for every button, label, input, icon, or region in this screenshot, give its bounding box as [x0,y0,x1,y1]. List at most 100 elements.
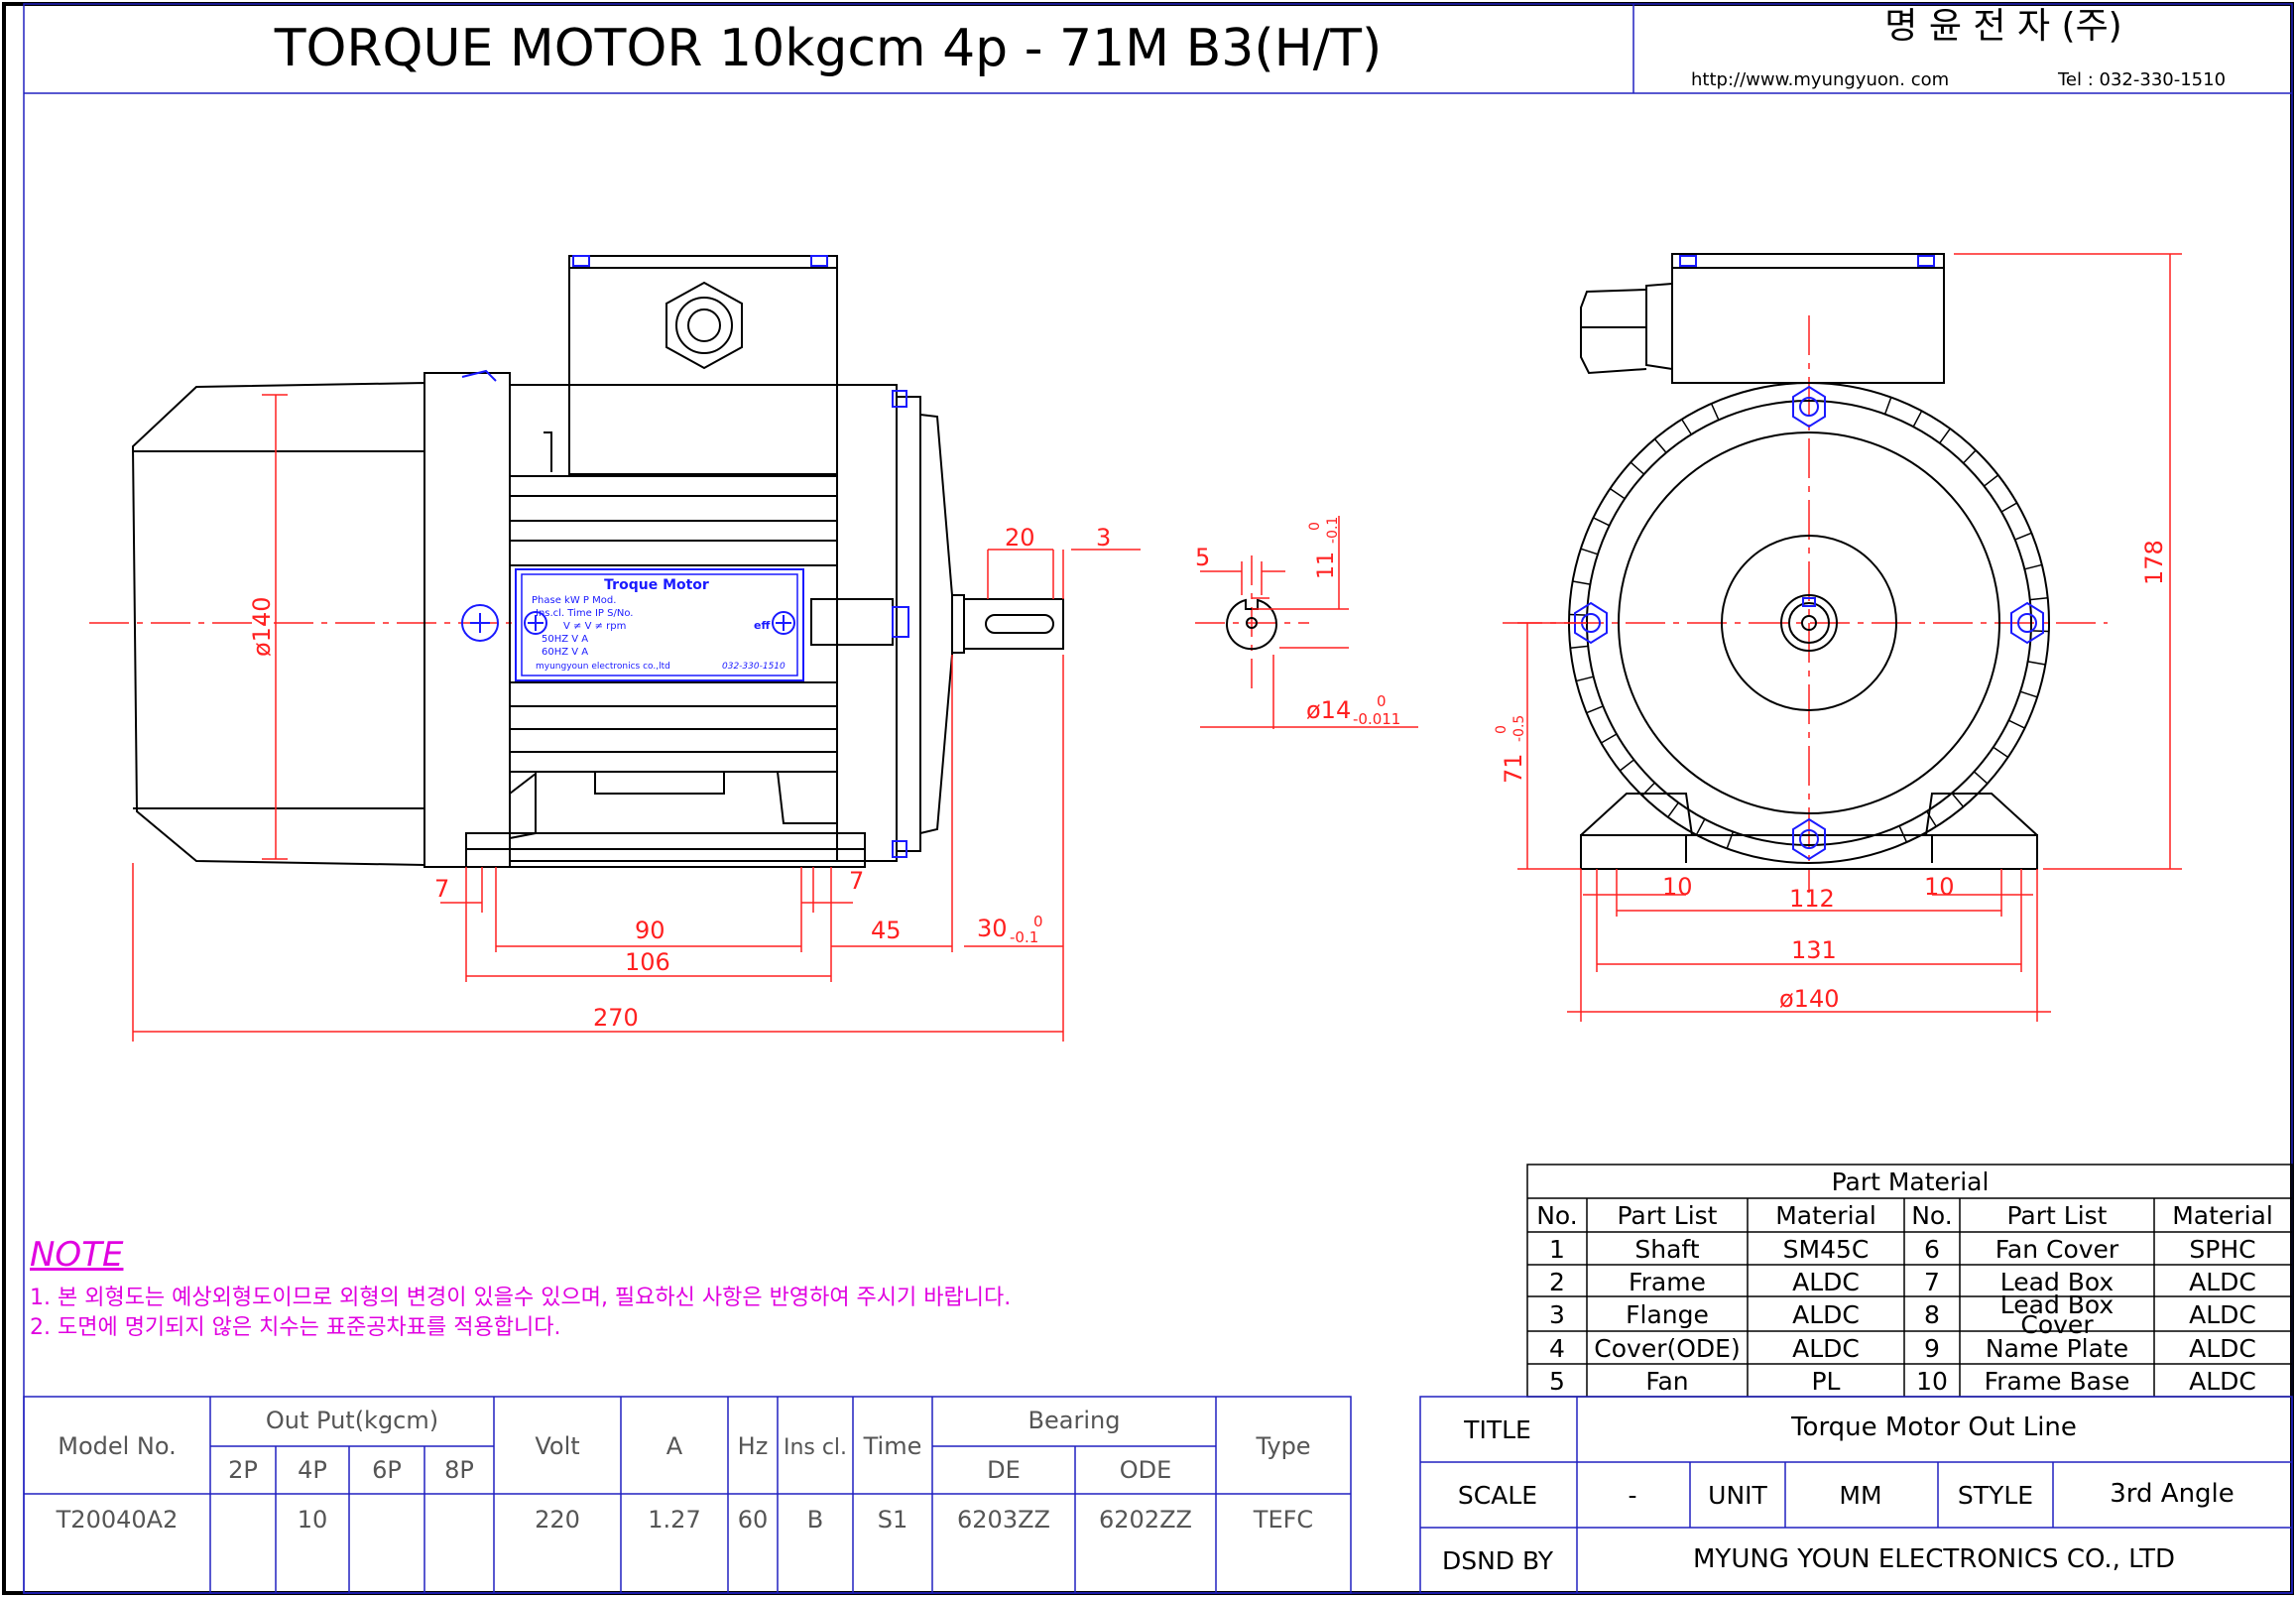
dsnd-label: DSND BY [1442,1546,1554,1575]
part-material-cell: 5 [1549,1367,1565,1396]
dim-side-30: 30 [977,915,1008,942]
spec-header-8p: 8P [444,1456,474,1484]
part-material-cell: ALDC [1792,1300,1860,1329]
cooling-fin [1569,613,1588,616]
part-material-cell: 10 [1916,1367,1948,1396]
cooling-fin [2019,690,2038,698]
nameplate-eff: eff [754,619,770,632]
part-material-cell: ALDC [1792,1334,1860,1363]
dim-side-30-tol-lower: -0.1 [1010,928,1038,946]
cooling-fin [2000,502,2017,513]
cooling-fin [1984,474,1999,487]
scale-label: SCALE [1458,1481,1537,1510]
cooling-fin [2014,532,2032,541]
part-material-cell: PL [1811,1367,1840,1396]
cooling-fin [1586,705,1604,714]
cooling-fin [1580,548,1599,555]
cooling-fin [2030,630,2049,633]
nameplate-row1: Phase kW P Mod. [532,595,616,606]
part-material-title: Part Material [1832,1167,1990,1196]
style-label: STYLE [1958,1481,2033,1510]
dim-key-11-tol-lower: -0.1 [1325,517,1341,544]
spec-header-volt: Volt [535,1432,579,1460]
style-value: 3rd Angle [2110,1479,2235,1509]
cooling-fin [1726,831,1735,849]
part-material-cell: 9 [1924,1334,1940,1363]
part-material-header-3: No. [1911,1201,1953,1230]
cooling-fin [1653,438,1667,453]
part-material-cell: SM45C [1783,1235,1870,1264]
cooling-fin [1609,488,1626,500]
drawing-title: TORQUE MOTOR 10kgcm 4p - 71M B3(H/T) [274,19,1383,78]
part-material-cell: 4 [1549,1334,1565,1363]
dim-front-10-left: 10 [1662,873,1693,901]
part-material-cell: ALDC [2189,1334,2256,1363]
spec-header-2p: 2P [228,1456,258,1484]
part-material-cell: 8 [1924,1300,1940,1329]
note-line-2: 2. 도면에 명기되지 않은 치수는 표준공차표를 적용합니다. [30,1315,561,1340]
dim-side-20: 20 [1005,524,1035,552]
spec-table: Model No. Out Put(kgcm) 2P 4P 6P 8P Volt… [23,1396,1352,1594]
dim-shaft-14-tol-lower: -0.011 [1353,710,1400,728]
cooling-fin [1993,746,2009,758]
spec-value-type: TEFC [1253,1506,1313,1534]
cooling-fin [1667,801,1679,818]
cooling-fin [1951,793,1965,807]
part-material-cell: Fan [1645,1367,1688,1396]
spec-header-hz: Hz [738,1432,769,1460]
spec-value-model: T20040A2 [56,1506,179,1534]
dsnd-value: MYUNG YOUN ELECTRONICS CO., LTD [1693,1544,2175,1574]
part-material-cell: 2 [1549,1268,1565,1296]
spec-header-ins: Ins cl. [784,1435,847,1460]
nameplate-row2: Ins.cl. Time IP S/No. [536,608,633,619]
spec-header-type: Type [1255,1432,1310,1460]
shaft-section-view: 5 11 0 -0.1 ø14 0 -0.011 [1195,516,1418,729]
part-material-cell: Frame [1629,1268,1706,1296]
cooling-fin [1572,580,1591,585]
scale-value: - [1628,1481,1636,1510]
dim-front-71-tol-lower: -0.5 [1511,715,1527,742]
dim-front-112: 112 [1789,885,1835,913]
spec-value-volt: 220 [535,1506,580,1534]
spec-value-hz: 60 [738,1506,769,1534]
part-material-cell: ALDC [2189,1300,2256,1329]
cooling-fin [1630,461,1645,475]
part-material-header-2: Material [1775,1201,1876,1230]
cooling-fin [2008,719,2025,729]
cooling-fin [1641,782,1655,797]
dim-side-3: 3 [1096,524,1111,552]
part-material-cell: Cover(ODE) [1594,1334,1740,1363]
dim-side-270: 270 [593,1004,639,1032]
title-label: TITLE [1463,1415,1531,1444]
part-material-cell: 1 [1549,1235,1565,1264]
spec-value-amp: 1.27 [648,1506,700,1534]
front-dimension-lines [1517,253,2182,1022]
cooling-fin [1695,818,1706,836]
spec-value-ode: 6202ZZ [1099,1506,1192,1534]
cooling-fin [1570,645,1589,650]
company-website: http://www.myungyuon. com [1691,69,1949,90]
dim-front-71: 71 [1500,753,1527,784]
dim-front-10-right: 10 [1924,873,1955,901]
part-material-cell: 6 [1924,1235,1940,1264]
part-material-cell: Frame Base [1985,1367,2130,1396]
part-material-cell: Lead Box [2000,1268,2114,1296]
cooling-fin [1601,733,1618,744]
spec-value-4p: 10 [298,1506,328,1534]
part-material-cell: ALDC [2189,1367,2256,1396]
cooling-fin [1883,397,1892,415]
cooling-fin [1912,410,1923,428]
spec-header-model: Model No. [58,1432,177,1460]
spec-header-ode: ODE [1120,1456,1172,1484]
nameplate-footer: myungyoun electronics co.,ltd [536,662,670,672]
nameplate-row3: V ≠ V ≠ rpm [563,621,626,632]
dim-front-71-tol-upper: 0 [1494,725,1510,734]
front-fasteners [1574,255,2044,861]
part-material-cell: ALDC [2189,1268,2256,1296]
cooling-fin [2029,596,2048,601]
cooling-fin [1576,676,1594,682]
part-material-cell: Fan Cover [1995,1235,2119,1264]
spec-value-de: 6203ZZ [957,1506,1050,1534]
dim-side-7-right: 7 [849,867,864,895]
